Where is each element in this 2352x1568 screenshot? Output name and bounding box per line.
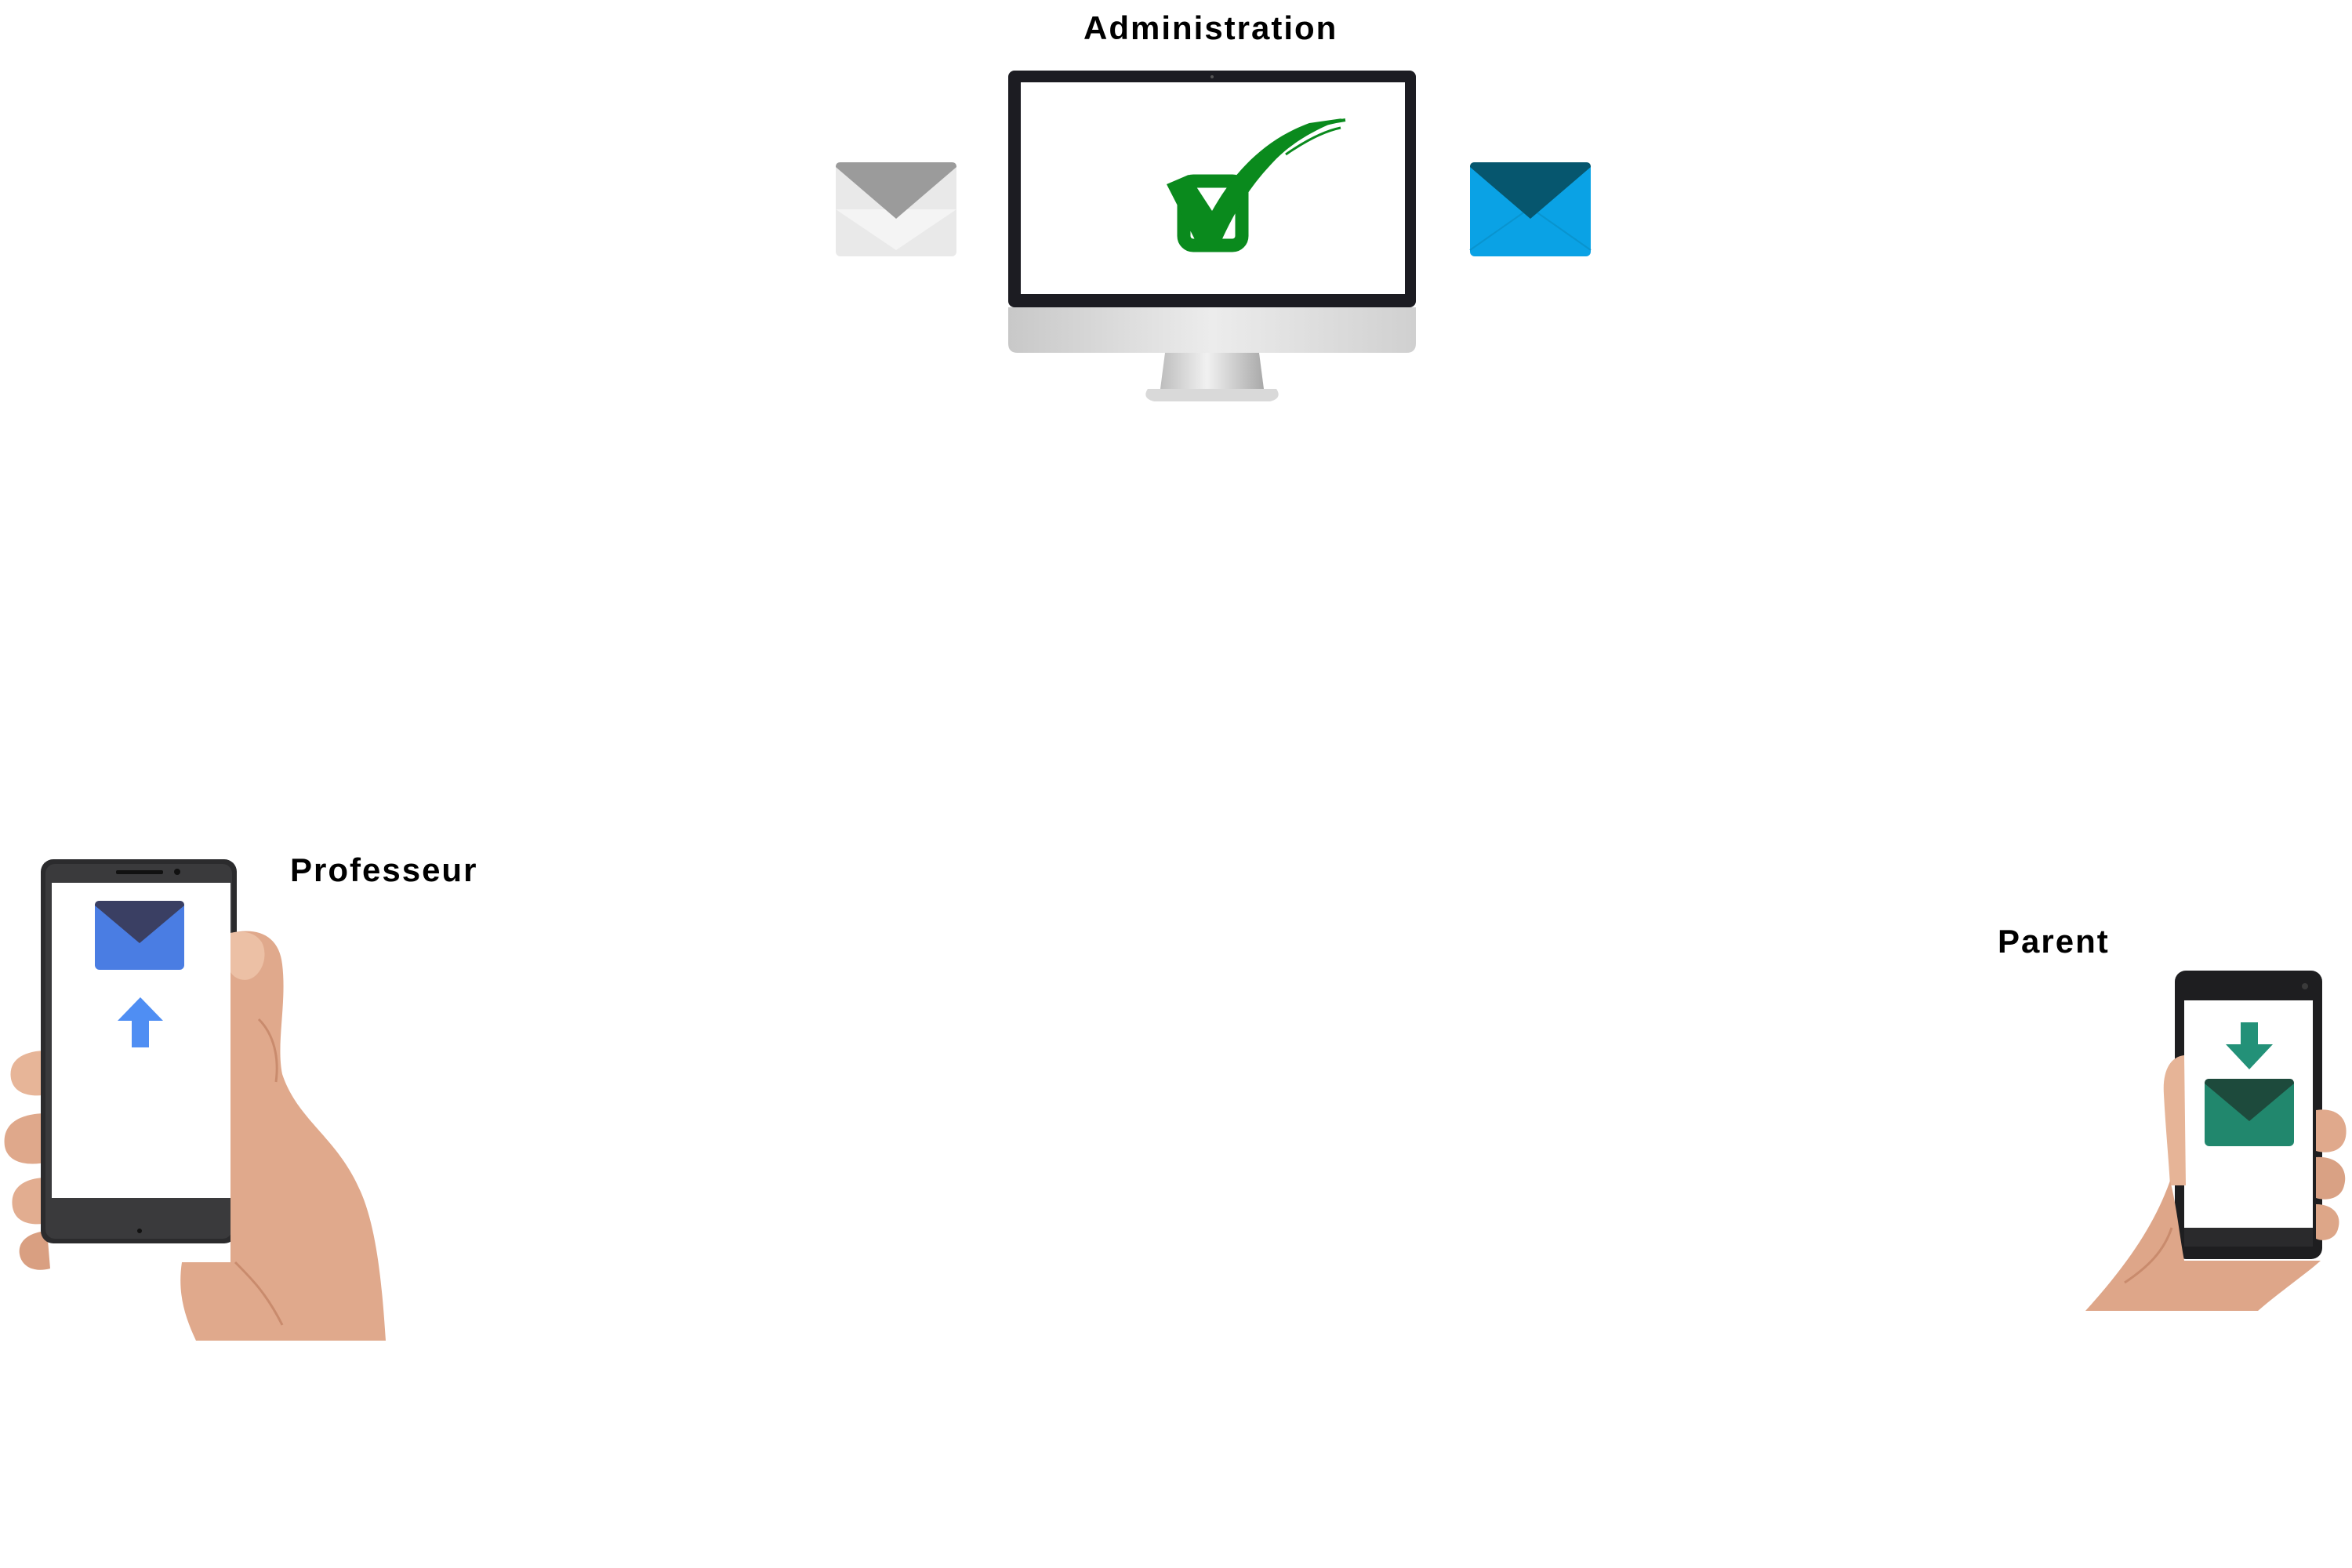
- validated-envelope-icon: [1469, 162, 1592, 256]
- checkbox-check-icon: [1167, 118, 1346, 252]
- teacher-envelope-icon: [95, 901, 184, 970]
- teacher-hand-phone: [4, 859, 387, 1341]
- pending-envelope-icon: [836, 162, 956, 256]
- parent-label: Parent: [1998, 923, 2110, 960]
- parent-envelope-icon: [2205, 1079, 2294, 1146]
- teacher-label: Professeur: [290, 851, 478, 888]
- monitor-stand: [1160, 353, 1264, 389]
- administration-label: Administration: [1083, 9, 1338, 46]
- upload-arrow-icon: [118, 997, 163, 1047]
- monitor-screen: [1021, 82, 1405, 294]
- monitor-base: [1145, 389, 1279, 401]
- monitor-chin: [1008, 307, 1416, 353]
- download-arrow-icon: [2226, 1022, 2273, 1069]
